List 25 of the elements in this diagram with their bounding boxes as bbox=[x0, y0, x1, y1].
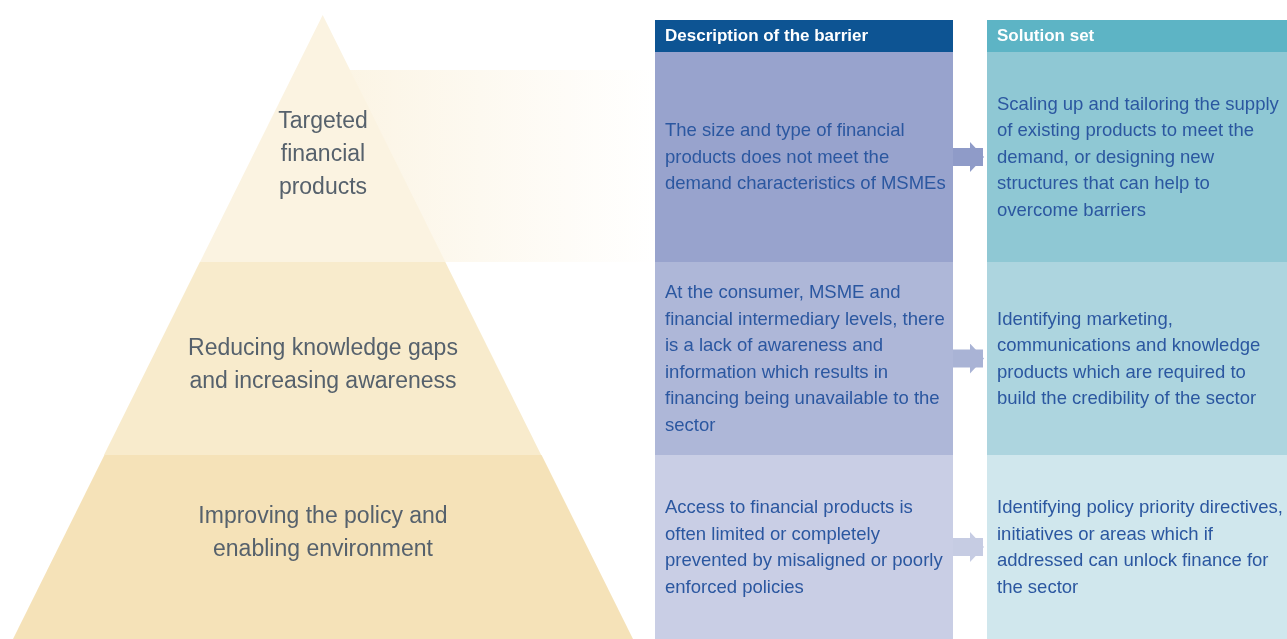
column-header bbox=[655, 20, 953, 52]
column-header bbox=[987, 20, 1287, 52]
text-panel bbox=[655, 52, 953, 262]
tier-label: Targeted financial products bbox=[277, 106, 369, 201]
arrow bbox=[953, 343, 984, 374]
panel-text: Identifying marketing, communications and knowledge products which are required to build the credibility of the sector bbox=[997, 306, 1262, 410]
tier-label: Improving the policy and enabling environment bbox=[197, 501, 449, 563]
header-text: Description of the barrier bbox=[665, 25, 869, 48]
text-panel bbox=[987, 52, 1287, 262]
pyramid-tier bbox=[200, 15, 446, 262]
pyramid-tier bbox=[104, 262, 542, 455]
text-panel bbox=[987, 262, 1287, 455]
text-panel bbox=[987, 455, 1287, 639]
tier-label: Reducing knowledge gaps and increasing awareness bbox=[187, 332, 459, 395]
arrow bbox=[953, 142, 984, 172]
pyramid-tier bbox=[13, 455, 633, 639]
panel-text: Access to financial products is often limited or completely prevented by misaligned or poorly enforced policies bbox=[665, 495, 944, 599]
panel-text: The size and type of financial products does not meet the demand characteristics of MSMEs bbox=[665, 118, 947, 196]
header-text: Solution set bbox=[997, 25, 1095, 48]
panel-text: Identifying policy priority directives, initiatives or areas which if addressed can unlock finance for the sector bbox=[997, 495, 1283, 599]
arrow bbox=[953, 532, 984, 562]
text-panel bbox=[655, 262, 953, 455]
text-panel bbox=[655, 455, 953, 639]
panel-text: At the consumer, MSME and financial intermediary levels, there is a lack of awareness and information which results in financing being unavailable to the sector bbox=[665, 280, 946, 437]
panel-text: Scaling up and tailoring the supply of existing products to meet the demand, or designing new structures that can help to overcome barriers bbox=[997, 91, 1280, 222]
